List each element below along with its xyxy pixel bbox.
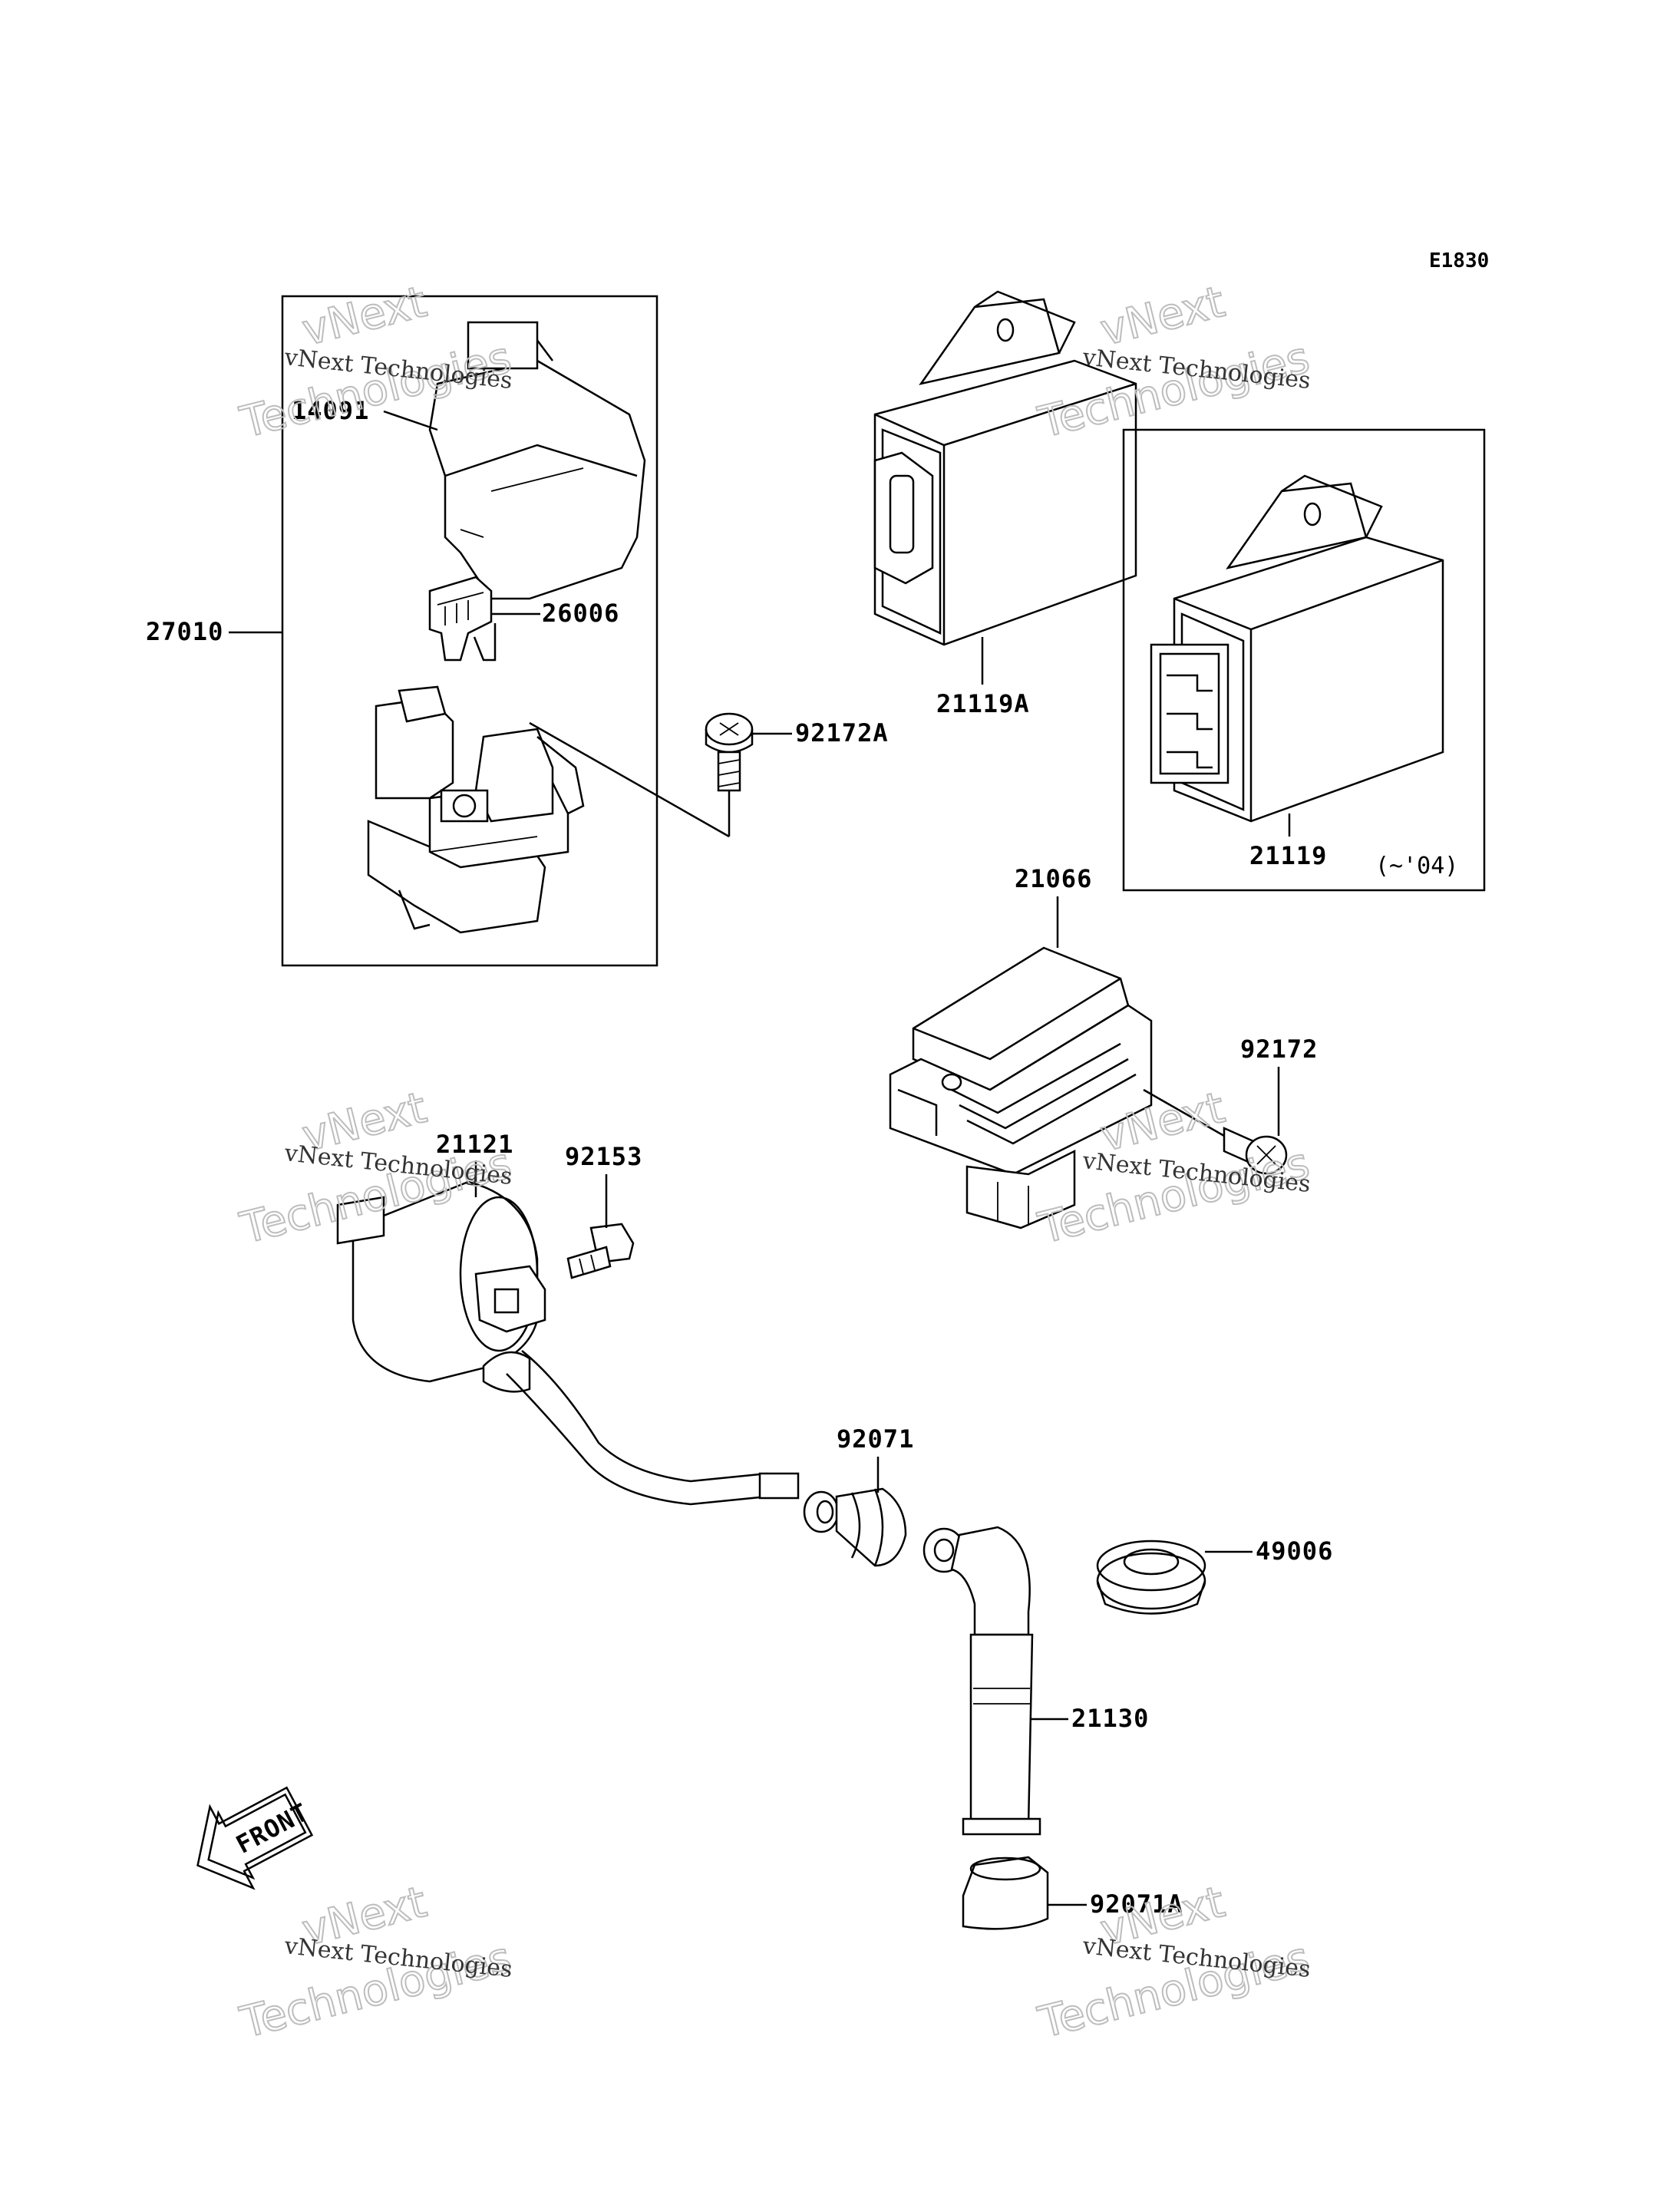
label-21119[interactable]: 21119	[1249, 841, 1327, 870]
svg-text:Technologies: Technologies	[1034, 1138, 1315, 1253]
label-21130[interactable]: 21130	[1071, 1704, 1149, 1733]
assembly-frame-27010	[281, 295, 658, 967]
starter-relay-assembly-group: 27010 14091 26006	[146, 295, 730, 967]
relay-cover-14091-drawing	[428, 321, 646, 600]
cdi-unit-21119A-drawing	[873, 290, 1137, 646]
label-21121[interactable]: 21121	[436, 1130, 513, 1159]
watermark-bottom-left: vNext Technologies vNext Technologies	[235, 1876, 517, 2049]
label-26006[interactable]: 26006	[542, 599, 619, 628]
cdi-variant-group: 21119 (~'04)	[1122, 428, 1486, 892]
label-49006[interactable]: 49006	[1256, 1536, 1333, 1566]
label-92172A[interactable]: 92172A	[795, 718, 889, 748]
label-92172[interactable]: 92172	[1240, 1035, 1318, 1064]
starter-relay-drawing	[367, 685, 585, 934]
screw-92172A-drawing	[705, 712, 754, 837]
diagram-code: E1830	[1429, 249, 1489, 272]
fuse-26006-drawing	[428, 576, 497, 662]
label-92071A[interactable]: 92071A	[1090, 1889, 1183, 1919]
ignition-coil-21121-drawing	[336, 1180, 800, 1506]
label-27010[interactable]: 27010	[146, 617, 223, 646]
variant-frame-21119	[1122, 428, 1486, 892]
front-direction-arrow: FRONT	[196, 1786, 314, 1890]
label-14091[interactable]: 14091	[292, 396, 369, 425]
plug-cap-21130-drawing	[923, 1526, 1041, 1836]
bolt-92153-drawing	[566, 1223, 635, 1279]
svg-text:vNext: vNext	[1096, 277, 1229, 356]
seal-92071A-drawing	[962, 1856, 1049, 1930]
watermark-bottom-right: vNext Technologies vNext Technologies	[1033, 1876, 1315, 2049]
label-21119A[interactable]: 21119A	[936, 689, 1030, 718]
label-92071[interactable]: 92071	[837, 1424, 914, 1454]
cdi-unit-21119-drawing	[1150, 474, 1444, 823]
bolt-92172-drawing	[1143, 1088, 1288, 1175]
svg-text:vNext: vNext	[298, 277, 431, 356]
note-21119-model-years: (~'04)	[1375, 853, 1458, 880]
regulator-21066-drawing	[889, 946, 1153, 1229]
grommet-49006-drawing	[1096, 1540, 1206, 1615]
seal-92071-drawing	[803, 1487, 907, 1567]
label-92153[interactable]: 92153	[565, 1142, 642, 1171]
label-21066[interactable]: 21066	[1015, 864, 1092, 893]
